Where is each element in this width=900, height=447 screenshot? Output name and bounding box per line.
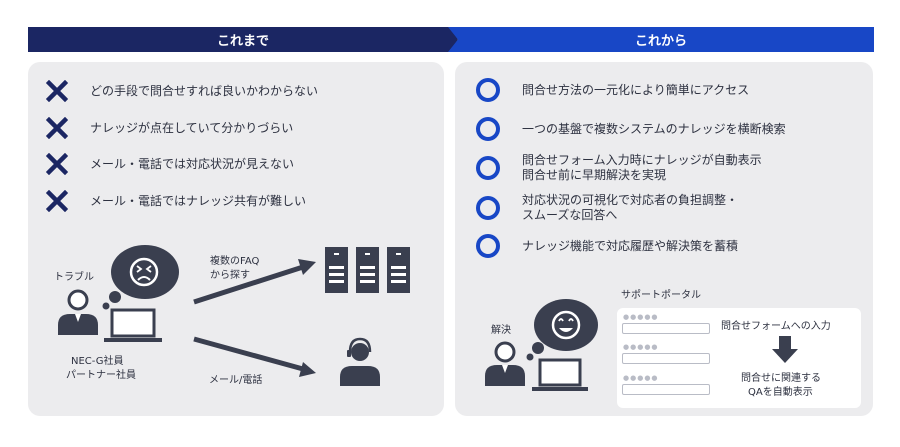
circle-icon	[476, 117, 500, 141]
circle-icon	[476, 234, 500, 258]
before-item: ナレッジが点在していて分かりづらい	[46, 117, 293, 139]
user-label-2: パートナー社員	[66, 370, 136, 381]
before-item-text: メール・電話では対応状況が見えない	[90, 156, 295, 171]
after-item: 問合せ方法の一元化により簡単にアクセス	[476, 78, 749, 102]
after-item: 一つの基盤で複数システムのナレッジを横断検索	[476, 117, 786, 141]
trouble-label: トラブル	[54, 272, 94, 283]
after-item-text: 一つの基盤で複数システムのナレッジを横断検索	[522, 122, 786, 137]
after-item-text: 問合せフォーム入力時にナレッジが自動表示 問合せ前に早期解決を実現	[522, 153, 762, 183]
user-label-1: NEC-G社員	[71, 356, 124, 367]
cross-icon	[46, 153, 68, 175]
after-item-text: 問合せ方法の一元化により簡単にアクセス	[522, 83, 749, 98]
mail-label: メール/電話	[209, 375, 263, 386]
after-item-text: ナレッジ機能で対応履歴や解決策を蓄積	[522, 239, 738, 254]
portal-title: サポートポータル	[621, 290, 701, 301]
after-item-line: 問合せ前に早期解決を実現	[522, 168, 667, 182]
server-icon	[325, 247, 348, 293]
faq-label-1: 複数のFAQ	[210, 256, 260, 267]
circle-icon	[476, 196, 500, 220]
support-operator-icon	[340, 337, 380, 386]
after-item-line: 対応状況の可視化で対応者の負担調整・	[522, 193, 739, 207]
cross-icon	[46, 80, 68, 102]
server-icon	[387, 247, 410, 293]
circle-icon	[476, 78, 500, 102]
after-item-line: 問合せ方法の一元化により簡単にアクセス	[522, 82, 750, 97]
resolved-label: 解決	[491, 325, 511, 336]
arrow-to-support	[193, 336, 316, 377]
server-icon	[356, 247, 379, 293]
before-item: メール・電話では対応状況が見えない	[46, 153, 294, 175]
header-after-label: これから	[634, 34, 687, 49]
header-before: これまで	[28, 27, 458, 52]
header-after: これから	[448, 27, 874, 52]
after-item-text: 対応状況の可視化で対応者の負担調整・ スムーズな回答へ	[522, 193, 738, 223]
field-dots: ●●●●●	[623, 313, 659, 321]
after-item: 対応状況の可視化で対応者の負担調整・ スムーズな回答へ	[476, 193, 738, 223]
cross-icon	[46, 190, 68, 212]
sad-speech-bubble-icon	[102, 245, 179, 310]
arrow-to-faq	[193, 259, 316, 305]
after-item: 問合せフォーム入力時にナレッジが自動表示 問合せ前に早期解決を実現	[476, 153, 762, 183]
after-item: ナレッジ機能で対応履歴や解決策を蓄積	[476, 234, 738, 258]
laptop-icon	[104, 308, 162, 342]
user-icon	[58, 289, 98, 335]
happy-speech-bubble-icon	[526, 299, 598, 361]
cross-icon	[46, 117, 68, 139]
form-field[interactable]	[622, 323, 710, 334]
result-label-2: QAを自動表示	[748, 387, 813, 398]
down-arrow-icon	[772, 336, 798, 363]
after-item-line: スムーズな回答へ	[522, 208, 618, 222]
form-input-label: 問合せフォームへの入力	[721, 321, 831, 332]
before-item-text: どの手段で問合せすれば良いかわからない	[90, 83, 319, 98]
header-before-label: これまで	[216, 34, 269, 49]
field-dots: ●●●●●	[623, 343, 659, 351]
result-label-1: 問合せに関連する	[741, 373, 821, 384]
after-item-line: 一つの基盤で複数システムのナレッジを横断検索	[522, 121, 786, 136]
form-field[interactable]	[622, 384, 710, 395]
after-item-line: 問合せフォーム入力時にナレッジが自動表示	[522, 153, 762, 167]
circle-icon	[476, 156, 500, 180]
before-item: どの手段で問合せすれば良いかわからない	[46, 80, 318, 102]
faq-label-2: から探す	[210, 270, 250, 281]
laptop-icon	[532, 358, 588, 391]
user-icon	[485, 341, 525, 386]
after-item-line: ナレッジ機能で対応履歴や解決策を蓄積	[522, 238, 739, 253]
before-item-text: ナレッジが点在していて分かりづらい	[90, 120, 294, 135]
field-dots: ●●●●●	[623, 374, 659, 382]
before-panel	[28, 62, 444, 416]
form-field[interactable]	[622, 353, 710, 364]
before-item: メール・電話ではナレッジ共有が難しい	[46, 190, 306, 212]
before-item-text: メール・電話ではナレッジ共有が難しい	[90, 193, 307, 208]
